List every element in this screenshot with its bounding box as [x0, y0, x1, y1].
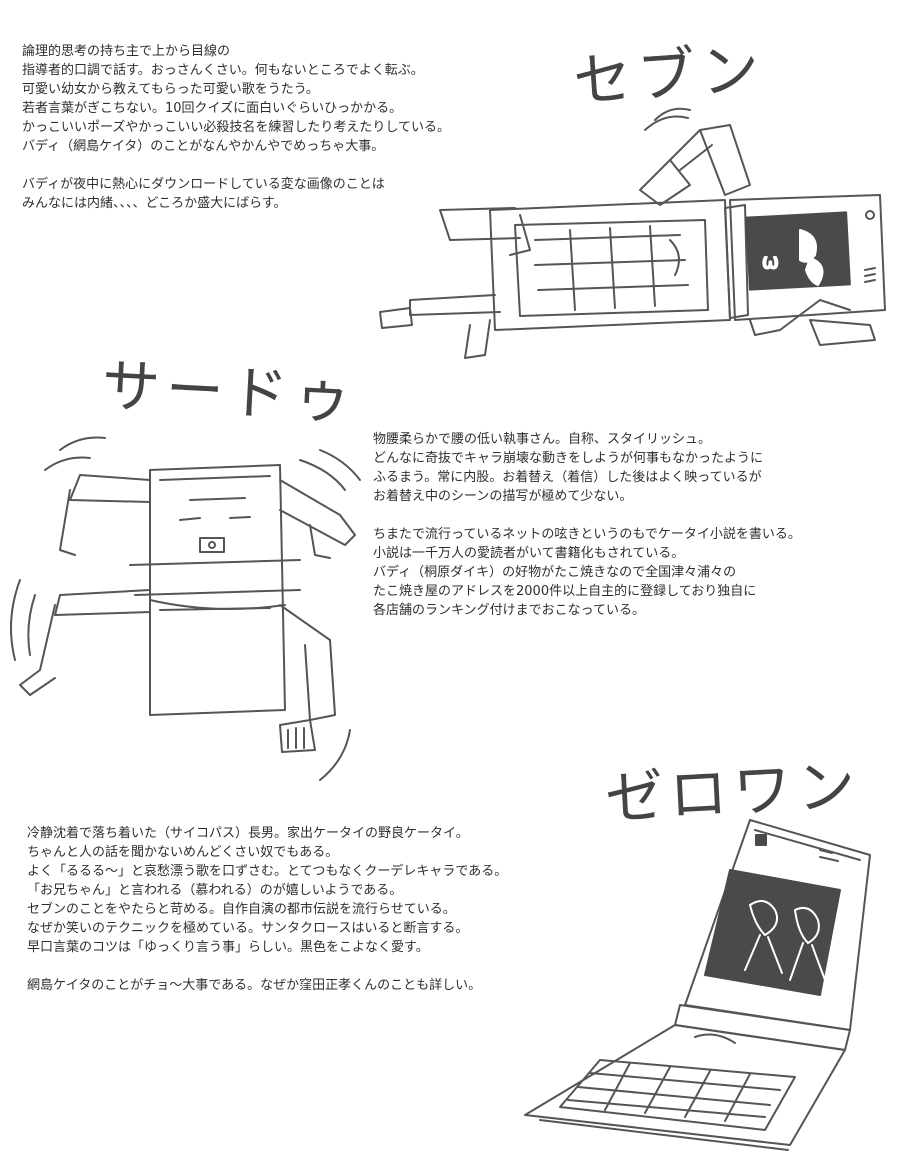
seven-phone-illustration: ω: [379, 107, 886, 359]
third-line: バディ（桐原ダイキ）の好物がたこ焼きなので全国津々浦々の: [373, 565, 737, 580]
third-line: お着替え中のシーンの描写が極めて少ない。: [373, 489, 633, 504]
third-line: ふるまう。常に内股。お着替え（着信）した後はよく映っているが: [373, 470, 762, 485]
third-title: サードゥ: [100, 351, 360, 433]
zeroone-phone-illustration: [524, 819, 871, 1151]
third-line: ちまたで流行っているネットの呟きというのもでケータイ小説を書いる。: [373, 527, 801, 542]
zeroone-line: ちゃんと人の話を聞かないめんどくさい奴でもある。: [27, 845, 339, 860]
seven-line: 指導者的口調で話す。おっさんくさい。何もないところでよく転ぶ。: [22, 63, 424, 78]
third-description: 物腰柔らかで腰の低い執事さん。自称、スタイリッシュ。 どんなに奇抜でキャラ崩壊な…: [373, 430, 801, 620]
seven-face: ω: [762, 249, 779, 273]
seven-line: 可愛い幼女から教えてもらった可愛い歌をうたう。: [22, 82, 319, 97]
seven-description: 論理的思考の持ち主で上から目線の 指導者的口調で話す。おっさんくさい。何もないと…: [22, 42, 450, 213]
seven-line: バディ（網島ケイタ）のことがなんやかんやでめっちゃ大事。: [22, 139, 385, 154]
seven-line: 論理的思考の持ち主で上から目線の: [22, 44, 231, 59]
third-line: 各店舗のランキング付けまでおこなっている。: [373, 603, 645, 618]
zeroone-line: 「お兄ちゃん」と言われる（慕われる）のが嬉しいようである。: [27, 883, 403, 898]
third-line: 小説は一千万人の愛読者がいて書籍化もされている。: [373, 546, 685, 561]
third-line: たこ焼き屋のアドレスを2000件以上自主的に登録しており独自に: [373, 584, 757, 599]
zeroone-line: 網島ケイタのことがチョ～大事である。なぜか窪田正孝くんのことも詳しい。: [27, 978, 482, 993]
zeroone-line: セブンのことをやたらと苛める。自作自演の都市伝説を流行らせている。: [27, 902, 456, 917]
third-line: どんなに奇抜でキャラ崩壊な動きをしようが何事もなかったように: [373, 451, 764, 466]
zeroone-line: よく「るるる～」と哀愁漂う歌を口ずさむ。とてつもなくクーデレキャラである。: [27, 864, 508, 879]
third-line: 物腰柔らかで腰の低い執事さん。自称、スタイリッシュ。: [373, 432, 712, 447]
seven-line: かっこいいポーズやかっこいい必殺技名を練習したり考えたりしている。: [22, 120, 450, 135]
zeroone-line: 早口言葉のコツは「ゆっくり言う事」らしい。黒色をこよなく愛す。: [27, 940, 429, 955]
seven-line: みんなには内緒、、、、どころか盛大にばらす。: [22, 196, 287, 211]
zeroone-line: なぜか笑いのテクニックを極めている。サンタクロースはいると断言する。: [27, 921, 469, 936]
seven-line: バディが夜中に熱心にダウンロードしている変な画像のことは: [22, 177, 385, 192]
third-phone-illustration: [10, 436, 361, 781]
zeroone-line: 冷静沈着で落ち着いた（サイコパス）長男。家出ケータイの野良ケータイ。: [27, 826, 469, 841]
zeroone-description: 冷静沈着で落ち着いた（サイコパス）長男。家出ケータイの野良ケータイ。 ちゃんと人…: [27, 824, 507, 995]
seven-line: 若者言葉がぎこちない。10回クイズに面白いぐらいひっかかる。: [22, 101, 403, 116]
